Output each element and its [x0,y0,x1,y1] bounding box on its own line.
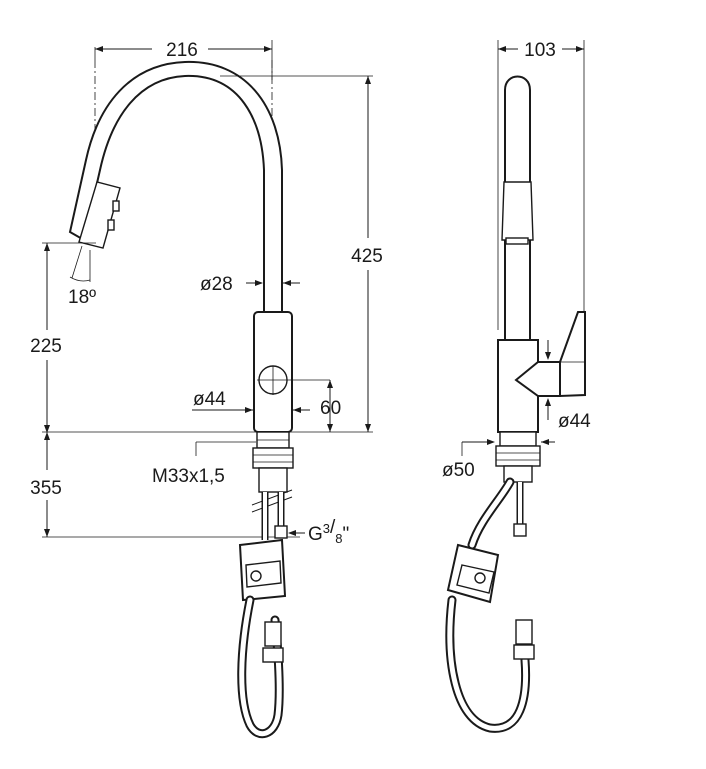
arrow-icon [498,46,506,52]
arrow-icon [293,407,301,413]
side-pullout-hose-inner [447,597,529,731]
connection-prefix: G [308,524,323,545]
mounting-nut [252,447,294,469]
dim-depth-103: 103 [524,40,556,61]
dim-below-deck-355: 355 [30,478,62,499]
connection-fitting [274,525,288,539]
arrow-icon [487,439,495,445]
arrow-icon [365,76,371,84]
pullout-hose-inner [239,597,282,737]
dim-connection-g: G3/8" [308,517,349,546]
arrow-icon [545,352,551,360]
side-pullout-hose [445,595,531,733]
break-line [251,489,293,506]
shank [258,467,288,493]
dim-body-diameter: ø44 [193,389,226,410]
side-dim-base-diameter: ø50 [442,460,475,481]
dim-total-height-425: 425 [351,246,383,267]
side-dim-body-diameter: ø44 [558,411,591,432]
arrow-icon [576,46,584,52]
arrow-icon [44,425,50,433]
arrow-icon [264,46,272,52]
arrow-icon [545,398,551,406]
arrow-icon [327,424,333,432]
side-counterweight-screw-icon [474,572,486,584]
hose-fitting-nut [262,647,284,663]
spray-button-icon [112,200,120,212]
arrow-icon [245,407,253,413]
spray-button-icon [107,219,115,231]
connection-fraction-numerator: 3 [323,521,330,536]
angle-arc [69,276,91,282]
dim-spout-height-225: 225 [30,336,62,357]
angle-line [71,245,83,279]
dim-pipe-diameter: ø28 [200,274,233,295]
side-mounting-nut [495,445,541,467]
side-pullout-hose-upper-inner [469,479,513,548]
connection-fraction-slash: / [330,517,336,538]
counterweight-screw-icon [250,570,262,582]
connection-suffix: " [343,524,350,545]
dim-angle-18: 18º [68,287,96,308]
side-spray-outlet [505,237,529,245]
side-hose-fitting-nut [513,644,535,660]
side-view: 103 ø44 ø50 [442,40,591,733]
side-lever-handle [559,311,586,398]
arrow-icon [327,380,333,388]
arrow-icon [283,280,291,286]
connection-fraction-denominator: 8 [335,531,342,546]
side-hose-fitting [515,619,533,645]
break-line [251,496,293,513]
side-connection-fitting [513,523,527,537]
arrow-icon [365,424,371,432]
arrow-icon [44,529,50,537]
arrow-icon [541,439,549,445]
arrow-icon [288,530,296,536]
arrow-icon [255,280,263,286]
gooseneck-spout [68,60,283,313]
arrow-icon [95,46,103,52]
side-spray-head [501,181,534,241]
hose-fitting [264,621,282,647]
side-mounting-collar [499,431,537,447]
arrow-icon [44,243,50,251]
spray-head [78,181,121,249]
dim-handle-offset-60: 60 [320,398,341,419]
dim-thread-m33: M33x1,5 [152,466,225,487]
dim-width-216: 216 [166,40,198,61]
arrow-icon [44,432,50,440]
front-view: 216 18º 225 ø28 [30,40,383,739]
